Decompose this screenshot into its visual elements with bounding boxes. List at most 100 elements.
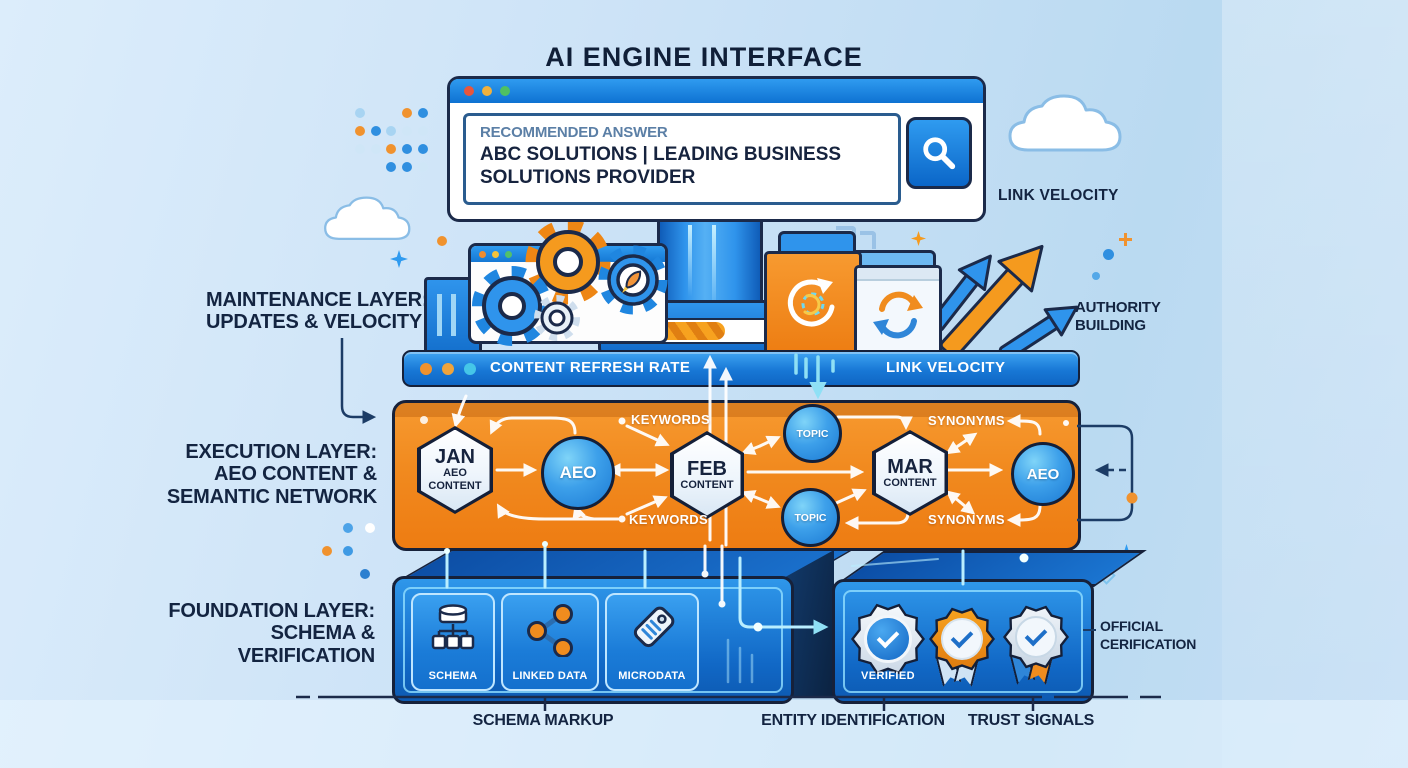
foundation-label-line1: FOUNDATION LAYER: <box>168 600 375 622</box>
link-velocity-bar-label: LINK VELOCITY <box>886 359 1006 376</box>
official-line2: CERIFICATION <box>1100 636 1197 653</box>
window-dot-red <box>464 86 474 96</box>
keywords-label-bottom: KEYWORDS <box>629 512 708 527</box>
refresh-doc-orange <box>764 251 862 357</box>
refresh-arrows-icon <box>873 291 923 339</box>
topic-node-top[interactable]: TOPIC <box>783 404 842 463</box>
maintenance-label-line2: UPDATES & VELOCITY <box>206 311 423 334</box>
mar-node-line1: MAR <box>887 455 933 478</box>
bottom-label-entity-identification: ENTITY IDENTIFICATION <box>761 712 945 729</box>
topic-node-bottom[interactable]: TOPIC <box>781 488 840 547</box>
keywords-label-top: KEYWORDS <box>631 412 710 427</box>
refresh-doc-white <box>854 265 942 357</box>
maintenance-label-line1: MAINTENANCE LAYER: <box>206 289 429 311</box>
bar-dot-orange <box>420 363 432 375</box>
foundation-label-line3: VERIFICATION <box>237 644 375 667</box>
refresh-arrows-icon <box>787 278 835 327</box>
window-dot-orange <box>479 251 486 258</box>
execution-layer-label: EXECUTION LAYER: AEO CONTENT & SEMANTIC … <box>152 441 377 508</box>
execution-label-line1: EXECUTION LAYER: <box>185 441 377 463</box>
search-button[interactable] <box>906 117 972 189</box>
verified-label: VERIFIED <box>861 670 915 682</box>
official-certification-caption: OFFICIAL CERIFICATION <box>1100 617 1196 653</box>
aeo-left-label: AEO <box>559 463 597 482</box>
linked-data-card-label: LINKED DATA <box>512 670 588 682</box>
feb-node-line1: FEB <box>687 457 727 480</box>
bracket-decor <box>860 231 876 249</box>
decor-dot <box>1092 272 1100 280</box>
magnifier-icon <box>923 137 956 170</box>
authority-line1: AUTHORITY <box>1075 299 1161 316</box>
jan-node-line1: JAN <box>434 446 475 469</box>
cloud-icon <box>1008 94 1122 152</box>
window-dot-yellow <box>492 251 499 258</box>
metrics-bar: CONTENT REFRESH RATE LINK VELOCITY <box>402 350 1080 387</box>
bottom-label-trust-signals: TRUST SIGNALS <box>967 712 1095 729</box>
aeo-node-left[interactable]: AEO <box>541 436 615 510</box>
decor-dot <box>437 236 447 246</box>
mar-node-line2: CONTENT <box>883 476 937 489</box>
decor-dot <box>343 523 353 533</box>
check-icon <box>1024 623 1048 647</box>
gear-rocket-icon <box>598 245 668 315</box>
recommended-answer-label: RECOMMENDED ANSWER <box>480 124 668 141</box>
gear-icon <box>534 295 580 341</box>
jan-node-line3: CONTENT <box>428 480 482 492</box>
linked-data-card[interactable]: LINKED DATA <box>501 593 599 691</box>
ai-engine-window: RECOMMENDED ANSWER ABC SOLUTIONS | LEADI… <box>447 76 986 222</box>
background-band-right <box>1222 0 1408 768</box>
tag-icon <box>633 606 675 648</box>
answer-text-line2: SOLUTIONS PROVIDER <box>480 166 696 188</box>
page-title: AI ENGINE INTERFACE <box>545 42 863 72</box>
aeo-node-right[interactable]: AEO <box>1011 442 1075 506</box>
bar-dot-cyan <box>464 363 476 375</box>
growth-arrows-icon <box>929 244 1079 360</box>
microdata-card-label: MICRODATA <box>618 670 686 682</box>
window-dot-yellow <box>482 86 492 96</box>
bar-dot-orange <box>442 363 454 375</box>
answer-field[interactable]: RECOMMENDED ANSWER ABC SOLUTIONS | LEADI… <box>463 113 901 205</box>
gear-icon <box>525 219 611 305</box>
synonyms-label-bottom: SYNONYMS <box>928 512 1005 527</box>
database-tree-icon <box>431 604 475 650</box>
decor-dot <box>343 546 353 556</box>
cloud-icon <box>324 196 411 241</box>
answer-text-line1: ABC SOLUTIONS | LEADING BUSINESS <box>480 144 842 165</box>
authority-building-caption: AUTHORITY BUILDING <box>1075 299 1161 336</box>
window-dot-green <box>500 86 510 96</box>
schema-card[interactable]: SCHEMA <box>411 593 495 691</box>
decor-dot <box>365 523 375 533</box>
decor-dot <box>360 569 370 579</box>
execution-label-line3: SEMANTIC NETWORK <box>166 485 377 508</box>
foundation-layer-label: FOUNDATION LAYER: SCHEMA & VERIFICATION <box>150 600 375 667</box>
share-nodes-icon <box>527 604 573 657</box>
check-icon <box>876 625 900 649</box>
background-band-bottom <box>0 700 1408 768</box>
authority-line2: BUILDING <box>1075 317 1146 335</box>
synonyms-label-top: SYNONYMS <box>928 413 1005 428</box>
foundation-label-line2: SCHEMA & <box>270 622 376 645</box>
topic-top-label: TOPIC <box>796 427 829 440</box>
topic-bottom-label: TOPIC <box>794 511 827 524</box>
schema-card-label: SCHEMA <box>428 670 478 682</box>
window-titlebar <box>450 79 983 103</box>
content-refresh-rate-label: CONTENT REFRESH RATE <box>490 359 691 376</box>
link-velocity-caption-text: LINK VELOCITY <box>998 187 1119 204</box>
plus-icon <box>1119 233 1132 246</box>
decor-dot <box>1103 249 1114 260</box>
maintenance-layer-label: MAINTENANCE LAYER: UPDATES & VELOCITY <box>206 289 446 334</box>
mar-content-node[interactable]: MAR CONTENT <box>872 430 948 516</box>
link-velocity-caption: LINK VELOCITY <box>998 187 1119 205</box>
foundation-right-box: VERIFIED <box>832 579 1094 704</box>
foundation-left-box: SCHEMA LINKED DATA MICRODATA <box>392 576 794 704</box>
feb-node-line2: CONTENT <box>680 478 734 491</box>
window-dot-green <box>505 251 512 258</box>
decor-dot <box>322 546 332 556</box>
execution-label-line2: AEO CONTENT & <box>214 463 377 486</box>
check-icon <box>950 625 974 649</box>
sparkle-icon <box>390 250 408 268</box>
aeo-right-label: AEO <box>1026 465 1060 483</box>
bottom-label-schema-markup: SCHEMA MARKUP <box>472 712 614 729</box>
microdata-card[interactable]: MICRODATA <box>605 593 699 691</box>
